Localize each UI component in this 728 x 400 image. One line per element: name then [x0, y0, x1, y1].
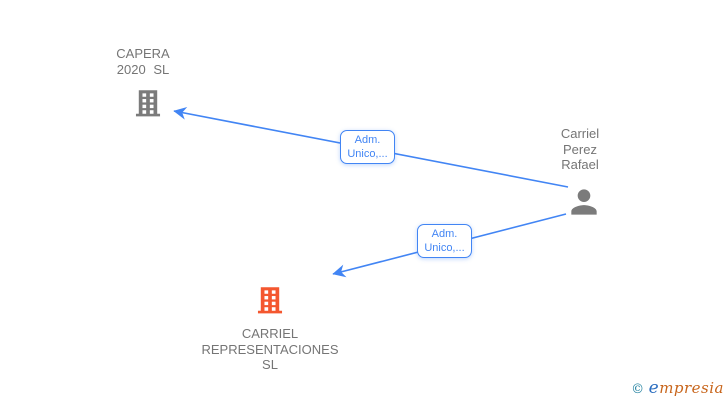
node-name-line: REPRESENTACIONES — [201, 341, 339, 357]
node-name-line: Perez — [563, 141, 597, 157]
empresia-logo-text: mpresia — [659, 379, 724, 397]
node-label-carriel-representaciones-sl[interactable]: CARRIEL REPRESENTACIONES SL — [180, 326, 360, 373]
node-name-line: CARRIEL — [241, 326, 299, 341]
edge-label-line: Unico,... — [347, 147, 388, 160]
edge-label-adm-unico-capera[interactable]: Adm. Unico,... — [340, 130, 395, 164]
building-icon[interactable] — [131, 86, 165, 120]
edge-label-adm-unico-carriel[interactable]: Adm. Unico,... — [417, 224, 472, 258]
empresia-logo-e: e — [648, 378, 660, 398]
person-icon[interactable] — [565, 183, 603, 221]
node-label-carriel-perez-rafael[interactable]: Carriel Perez Rafael — [535, 126, 625, 173]
node-name-line: CAPERA — [116, 46, 170, 61]
node-name-line: 2020 SL — [116, 61, 170, 77]
node-name-line: Carriel — [560, 126, 600, 141]
edge-label-line: Adm. — [354, 134, 381, 146]
empresia-logo: ©empresia — [631, 378, 724, 398]
building-icon[interactable] — [253, 283, 287, 317]
edge-label-line: Adm. — [431, 228, 458, 240]
node-name-line: Rafael — [561, 157, 599, 172]
node-label-capera-2020-sl[interactable]: CAPERA 2020 SL — [83, 46, 203, 77]
node-name-line: SL — [262, 357, 278, 372]
copyright-icon: © — [631, 382, 645, 397]
edge-label-line: Unico,... — [424, 241, 465, 254]
